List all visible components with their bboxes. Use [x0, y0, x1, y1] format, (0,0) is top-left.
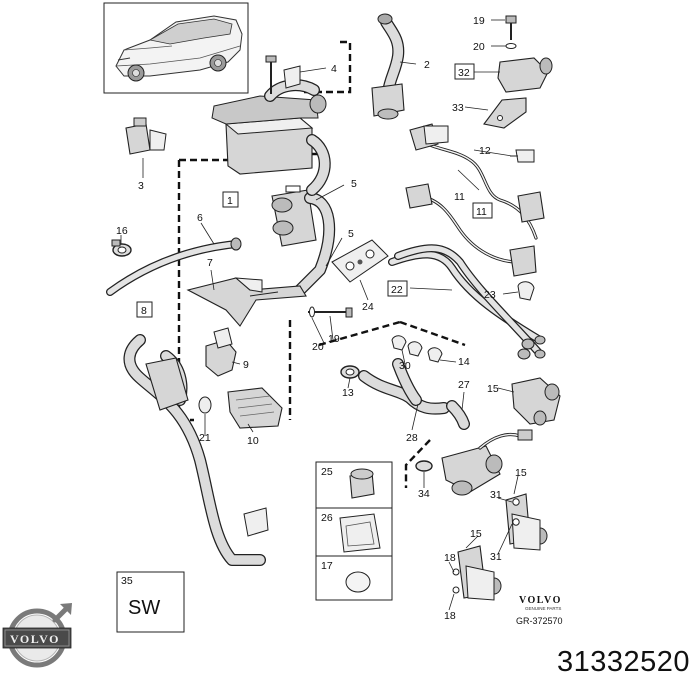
- part-number: 31332520: [556, 646, 690, 678]
- callout-9: 9: [243, 359, 249, 371]
- heater-unit: [211, 79, 327, 175]
- water-pump-34: [415, 429, 533, 496]
- callout-23: 23: [484, 289, 496, 301]
- callout-18a: 18: [444, 552, 456, 564]
- sw-box-label: SW: [128, 597, 160, 619]
- callout-31a: 31: [490, 489, 502, 501]
- callout-17: 17: [321, 560, 333, 572]
- bracket-15-bottom: [452, 545, 502, 601]
- callout-26: 26: [321, 512, 333, 524]
- callout-16: 16: [116, 225, 128, 237]
- hose-27: [446, 400, 470, 430]
- callout-3: 3: [138, 180, 144, 192]
- callout-5b: 5: [348, 228, 354, 240]
- callout-22: 22: [391, 284, 403, 296]
- callout-6: 6: [197, 212, 203, 224]
- cover-plate-10: [227, 387, 283, 429]
- genuine-parts-stamp: VOLVO GENUINE PARTS GR-372570: [516, 595, 563, 626]
- callout-27: 27: [458, 379, 470, 391]
- callout-18b: 18: [444, 610, 456, 622]
- callout-19a: 19: [473, 15, 485, 27]
- callout-1: 1: [227, 195, 233, 207]
- mounting-bracket-7: [186, 277, 307, 327]
- plug-21: [198, 396, 212, 414]
- leader-lines: [120, 19, 519, 611]
- volvo-iron-mark-icon: VOLVO: [2, 603, 72, 668]
- callout-14: 14: [458, 356, 470, 368]
- callout-2: 2: [424, 59, 430, 71]
- bracket-15-lower: [505, 493, 548, 551]
- callout-30: 30: [399, 360, 411, 372]
- callout-13: 13: [342, 387, 354, 399]
- callout-20a: 20: [473, 41, 485, 53]
- bolt-4: [265, 55, 301, 94]
- valve-32: [497, 57, 553, 93]
- callout-5a: 5: [351, 178, 357, 190]
- drawing-reference: GR-372570: [516, 616, 563, 626]
- clamp-30: [391, 335, 423, 357]
- callout-11-boxed: 11: [476, 206, 487, 218]
- stamp-sub: GENUINE PARTS: [525, 606, 561, 611]
- hose-clamp-16: [111, 239, 132, 257]
- callout-4: 4: [331, 63, 337, 75]
- clip-12: [510, 149, 535, 163]
- callout-15b: 15: [515, 467, 527, 479]
- callout-8: 8: [141, 305, 147, 317]
- fuel-line-6: [106, 237, 242, 296]
- bolt-19-washer-20-top: [505, 15, 517, 49]
- callout-15a: 15: [487, 383, 499, 395]
- callout-10: 10: [247, 435, 259, 447]
- coolant-hose-28: [358, 358, 450, 415]
- clamp-14: [427, 347, 443, 363]
- hose-clip-9: [205, 327, 237, 377]
- vehicle-thumbnail: [103, 2, 249, 94]
- stamp-brand: VOLVO: [519, 595, 562, 606]
- exhaust-pipe: [371, 13, 405, 120]
- sw-box-number: 35: [121, 575, 133, 587]
- inset-box-25-26-17: [315, 461, 393, 601]
- callout-31b: 31: [490, 551, 502, 563]
- brand-logo-text: VOLVO: [10, 632, 60, 646]
- callout-12: 12: [479, 145, 491, 157]
- callout-labels: 1 2 3 4 5 5 6 7 8 9 10 11 11 12 13 14 15…: [116, 15, 527, 622]
- bracket-33: [483, 97, 527, 129]
- callout-15c: 15: [470, 528, 482, 540]
- auxiliary-pump-15: [511, 377, 561, 426]
- coolant-hose-8: [123, 334, 269, 566]
- callout-28: 28: [406, 432, 418, 444]
- callout-19b: 19: [328, 333, 340, 345]
- callout-32: 32: [458, 67, 470, 79]
- callout-33: 33: [452, 102, 464, 114]
- washers-31: [512, 498, 520, 526]
- wiring-harness-11: [405, 123, 545, 277]
- callout-34: 34: [418, 488, 430, 500]
- bolt-19-washer-20: [308, 306, 353, 318]
- clamp-23: [517, 281, 535, 301]
- sw-box-35: 35 SW: [116, 571, 185, 633]
- callout-11: 11: [454, 191, 465, 203]
- coolant-pipes-22: [388, 244, 546, 360]
- callout-20b: 20: [312, 341, 324, 353]
- callout-24: 24: [362, 301, 374, 313]
- callout-21: 21: [199, 432, 211, 444]
- clamp-13: [340, 365, 360, 379]
- callout-25: 25: [321, 466, 333, 478]
- callout-7: 7: [207, 257, 213, 269]
- sensor-3: [125, 117, 167, 155]
- gasket-24: [331, 239, 389, 283]
